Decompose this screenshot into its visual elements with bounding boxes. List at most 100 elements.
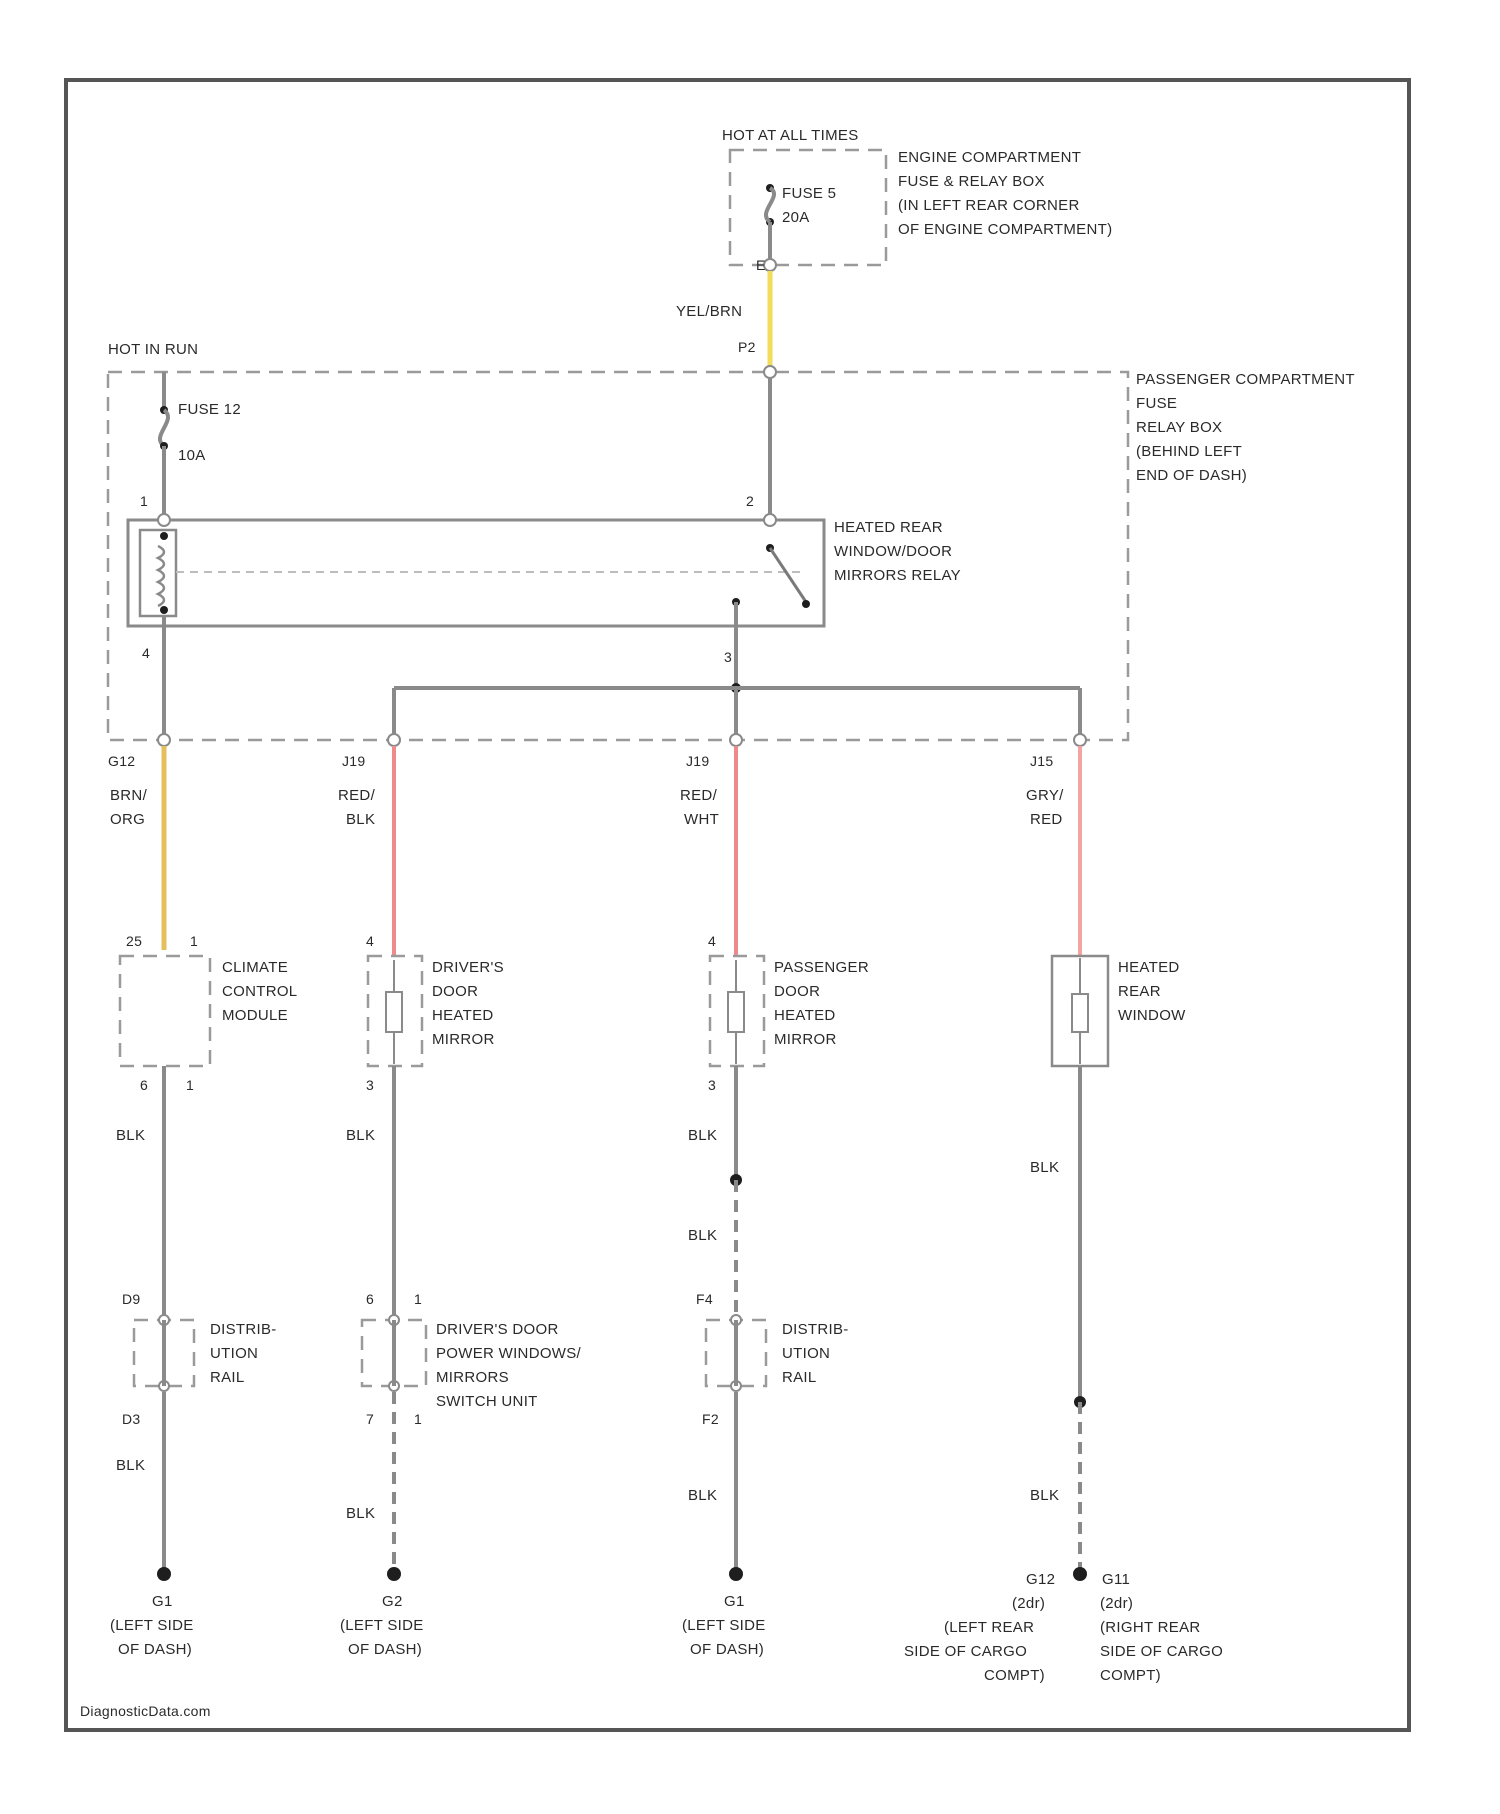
svg-text:(LEFT SIDE: (LEFT SIDE: [340, 1617, 424, 1634]
svg-text:WINDOW/DOOR: WINDOW/DOOR: [834, 543, 952, 560]
climate-wire-color-2: ORG: [110, 811, 145, 828]
rear-wire-color-1: GRY/: [1026, 787, 1064, 804]
svg-text:WINDOW: WINDOW: [1118, 1007, 1186, 1024]
switch-unit-top-pin-a: 6: [366, 1291, 374, 1307]
svg-text:RAIL: RAIL: [782, 1369, 817, 1386]
hot-at-all-times-label: HOT AT ALL TIMES: [722, 127, 859, 144]
passenger-fuse-relay-box: [108, 372, 1128, 740]
left-distribution-rail-label: DISTRIB- UTION RAIL: [210, 1321, 277, 1386]
svg-text:PASSENGER: PASSENGER: [774, 959, 869, 976]
svg-text:OF DASH): OF DASH): [118, 1641, 192, 1658]
svg-text:CONTROL: CONTROL: [222, 983, 297, 1000]
passenger-mirror-pin-out: 3: [708, 1077, 716, 1093]
svg-text:DRIVER'S DOOR: DRIVER'S DOOR: [436, 1321, 559, 1338]
climate-ground-wire-color: BLK: [116, 1127, 145, 1144]
relay-pin-1: 1: [140, 493, 148, 509]
svg-text:MIRRORS: MIRRORS: [436, 1369, 509, 1386]
passenger-mirror-heater-icon: [728, 992, 744, 1032]
ground-g11-label: G11 (2dr) (RIGHT REAR SIDE OF CARGO COMP…: [1100, 1571, 1223, 1684]
svg-text:POWER WINDOWS/: POWER WINDOWS/: [436, 1345, 582, 1362]
svg-text:G12: G12: [1026, 1571, 1055, 1588]
ground-g11-g12-icon: [1073, 1567, 1087, 1581]
svg-text:FUSE: FUSE: [1136, 395, 1177, 412]
passenger-mirror-pin-in: 4: [708, 933, 716, 949]
svg-text:SIDE OF CARGO: SIDE OF CARGO: [1100, 1643, 1223, 1660]
feed-wire-color: YEL/BRN: [676, 303, 742, 320]
driver-mirror-ground-wire-color: BLK: [346, 1127, 375, 1144]
heated-rear-window-label: HEATED REAR WINDOW: [1118, 959, 1186, 1024]
relay-pin-4: 4: [142, 645, 150, 661]
right-rail-ground-wire-color: BLK: [688, 1487, 717, 1504]
connector-j15-label: J15: [1030, 753, 1053, 769]
climate-pin-out: 6: [140, 1077, 148, 1093]
fuse-12-name: FUSE 12: [178, 401, 241, 418]
svg-text:COMPT): COMPT): [1100, 1667, 1161, 1684]
switch-unit-ground-wire-color: BLK: [346, 1505, 375, 1522]
svg-text:CLIMATE: CLIMATE: [222, 959, 288, 976]
climate-pin-in2: 1: [190, 933, 198, 949]
switch-unit-bottom-pin-a: 7: [366, 1411, 374, 1427]
climate-control-module-label: CLIMATE CONTROL MODULE: [222, 959, 297, 1024]
svg-text:UTION: UTION: [782, 1345, 830, 1362]
passenger-door-heated-mirror-label: PASSENGER DOOR HEATED MIRROR: [774, 959, 869, 1048]
relay-switch-icon: [732, 544, 810, 608]
right-rail-top-pin: F4: [696, 1291, 713, 1307]
svg-text:PASSENGER COMPARTMENT: PASSENGER COMPARTMENT: [1136, 371, 1355, 388]
connector-g12-label: G12: [108, 753, 135, 769]
right-distribution-rail-label: DISTRIB- UTION RAIL: [782, 1321, 849, 1386]
driver-wire-color-1: RED/: [338, 787, 376, 804]
drivers-door-switch-unit-label: DRIVER'S DOOR POWER WINDOWS/ MIRRORS SWI…: [436, 1321, 582, 1410]
connector-j19b-label: J19: [686, 753, 709, 769]
relay-coil-icon: [140, 530, 176, 616]
svg-text:(2dr): (2dr): [1012, 1595, 1045, 1612]
driver-mirror-heater-icon: [386, 992, 402, 1032]
svg-text:MODULE: MODULE: [222, 1007, 288, 1024]
svg-text:OF DASH): OF DASH): [690, 1641, 764, 1658]
passenger-wire-color-2: WHT: [684, 811, 719, 828]
engine-box-label: ENGINE COMPARTMENT FUSE & RELAY BOX (IN …: [898, 149, 1112, 238]
svg-text:OF ENGINE COMPARTMENT): OF ENGINE COMPARTMENT): [898, 221, 1112, 238]
fuse-5-icon: [766, 188, 774, 222]
climate-pin-in: 25: [126, 933, 142, 949]
passenger-box-label: PASSENGER COMPARTMENT FUSE RELAY BOX (BE…: [1136, 371, 1355, 484]
ground-g12-label: G12 (2dr) (LEFT REAR SIDE OF CARGO COMPT…: [904, 1571, 1055, 1684]
svg-text:FUSE & RELAY BOX: FUSE & RELAY BOX: [898, 173, 1045, 190]
svg-text:G2: G2: [382, 1593, 403, 1610]
svg-text:G1: G1: [152, 1593, 173, 1610]
svg-text:END OF DASH): END OF DASH): [1136, 467, 1247, 484]
ground-g1-right-icon: [729, 1567, 743, 1581]
rear-window-ground-wire-color-1: BLK: [1030, 1159, 1059, 1176]
fuse-5-name: FUSE 5: [782, 185, 836, 202]
passenger-mirror-ground-wire-color-1: BLK: [688, 1127, 717, 1144]
svg-text:MIRROR: MIRROR: [774, 1031, 837, 1048]
driver-mirror-pin-in: 4: [366, 933, 374, 949]
relay-pin-3: 3: [724, 649, 732, 665]
watermark: DiagnosticData.com: [80, 1703, 211, 1719]
engine-fuse-box: [730, 150, 886, 265]
relay-pin-2: 2: [746, 493, 754, 509]
svg-text:DRIVER'S: DRIVER'S: [432, 959, 504, 976]
svg-text:OF DASH): OF DASH): [348, 1641, 422, 1658]
svg-text:(LEFT REAR: (LEFT REAR: [944, 1619, 1034, 1636]
svg-text:HEATED REAR: HEATED REAR: [834, 519, 943, 536]
left-rail-top-pin: D9: [122, 1291, 141, 1307]
driver-door-heated-mirror-label: DRIVER'S DOOR HEATED MIRROR: [432, 959, 504, 1048]
svg-text:DOOR: DOOR: [774, 983, 820, 1000]
rear-window-ground-wire-color-2: BLK: [1030, 1487, 1059, 1504]
svg-text:RAIL: RAIL: [210, 1369, 245, 1386]
engine-box-pin: E: [756, 257, 766, 273]
svg-text:MIRRORS RELAY: MIRRORS RELAY: [834, 567, 961, 584]
fuse-12-rating: 10A: [178, 447, 206, 464]
fuse-5-rating: 20A: [782, 209, 810, 226]
passenger-box-input-pin: P2: [738, 339, 756, 355]
hot-in-run-label: HOT IN RUN: [108, 341, 198, 358]
driver-mirror-pin-out: 3: [366, 1077, 374, 1093]
connector-j19a-label: J19: [342, 753, 365, 769]
left-rail-bottom-pin: D3: [122, 1411, 141, 1427]
svg-text:COMPT): COMPT): [984, 1667, 1045, 1684]
rear-window-grid-icon: [1072, 994, 1088, 1032]
svg-text:HEATED: HEATED: [432, 1007, 494, 1024]
fuse-12-icon: [160, 410, 168, 446]
ground-g1-left-label: G1 (LEFT SIDE OF DASH): [110, 1593, 194, 1658]
